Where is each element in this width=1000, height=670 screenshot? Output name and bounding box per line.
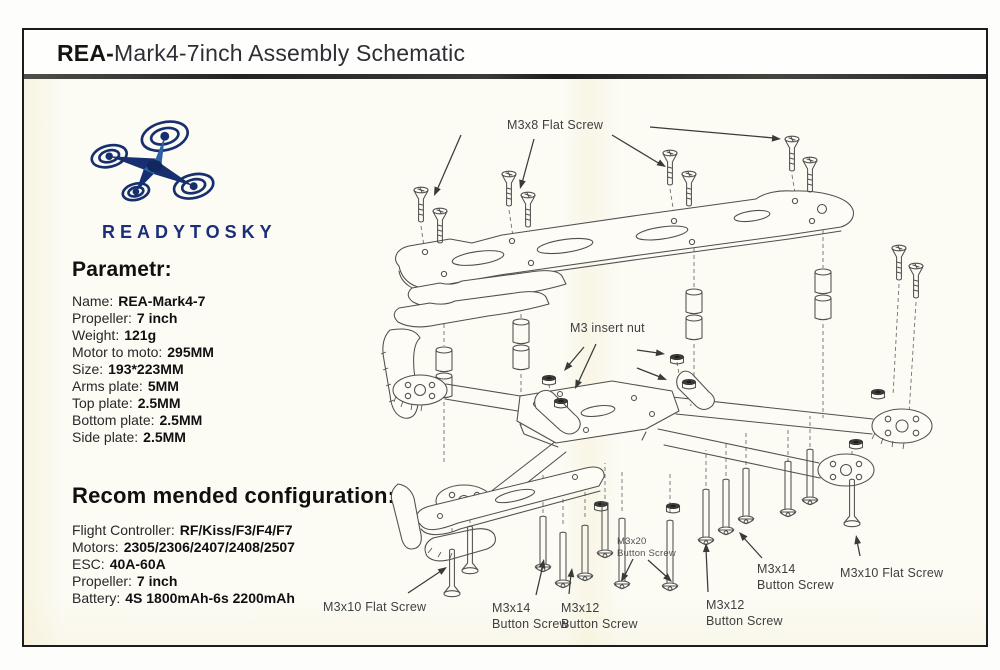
configuration-row: Propeller:7 inch xyxy=(72,573,178,589)
parameter-row: Propeller:7 inch xyxy=(72,310,178,326)
label-m3-insert-nut: M3 insert nut xyxy=(570,321,645,335)
label-m3x12-button-screw-left: M3x12 Button Screw xyxy=(561,601,638,632)
parameter-row: Weight:121g xyxy=(72,327,157,343)
parameter-row: Bottom plate:2.5MM xyxy=(72,412,203,428)
configuration-row: Flight Controller:RF/Kiss/F3/F4/F7 xyxy=(72,522,293,538)
parameter-row: Top plate:2.5MM xyxy=(72,395,181,411)
parameter-row: Name:REA-Mark4-7 xyxy=(72,293,206,309)
callout-arrows xyxy=(407,126,862,596)
label-m3x8-flat-screw: M3x8 Flat Screw xyxy=(507,118,604,132)
title-bar: REA-Mark4-7inch Assembly Schematic xyxy=(24,30,986,74)
brand-logo: READYTOSKY xyxy=(82,114,282,242)
label-m3x12-button-screw-right: M3x12 Button Screw xyxy=(706,598,783,629)
parameter-row: Motor to moto:295MM xyxy=(72,344,214,360)
configuration-row: Motors:2305/2306/2407/2408/2507 xyxy=(72,539,295,555)
page-title: REA-Mark4-7inch Assembly Schematic xyxy=(57,30,465,74)
quadcopter-drone-icon xyxy=(90,120,215,202)
parameter-row: Side plate:2.5MM xyxy=(72,429,186,445)
bottom-plate xyxy=(390,466,605,562)
configuration-row: ESC:40A-60A xyxy=(72,556,166,572)
brand-name: READYTOSKY xyxy=(102,222,277,242)
label-m3x14-button-screw-left: M3x14 Button Screw xyxy=(492,601,569,632)
document-page: REA-Mark4-7inch Assembly Schematic RE xyxy=(22,28,988,647)
page-title-rest: Mark4-7inch Assembly Schematic xyxy=(114,40,466,66)
parameter-row: Arms plate:5MM xyxy=(72,378,179,394)
title-divider xyxy=(24,74,986,79)
label-m3x10-flat-screw-right: M3x10 Flat Screw xyxy=(840,566,944,580)
label-m3x20-button-screw: M3x20 Button Screw xyxy=(617,536,676,560)
label-m3x10-flat-screw-left: M3x10 Flat Screw xyxy=(323,600,427,614)
top-plate xyxy=(395,190,854,292)
parameter-row: Size:193*223MM xyxy=(72,361,184,377)
configuration-row: Battery:4S 1800mAh-6s 2200mAh xyxy=(72,590,295,606)
configuration-heading: Recom mended configuration: xyxy=(72,483,396,508)
configuration-list: Flight Controller:RF/Kiss/F3/F4/F7 Motor… xyxy=(72,522,295,607)
parameters-list: Name:REA-Mark4-7 Propeller:7 inch Weight… xyxy=(72,293,214,446)
page-title-bold: REA- xyxy=(57,40,115,66)
parameters-heading: Parametr: xyxy=(72,258,172,281)
label-m3x14-button-screw-right: M3x14 Button Screw xyxy=(757,562,834,593)
